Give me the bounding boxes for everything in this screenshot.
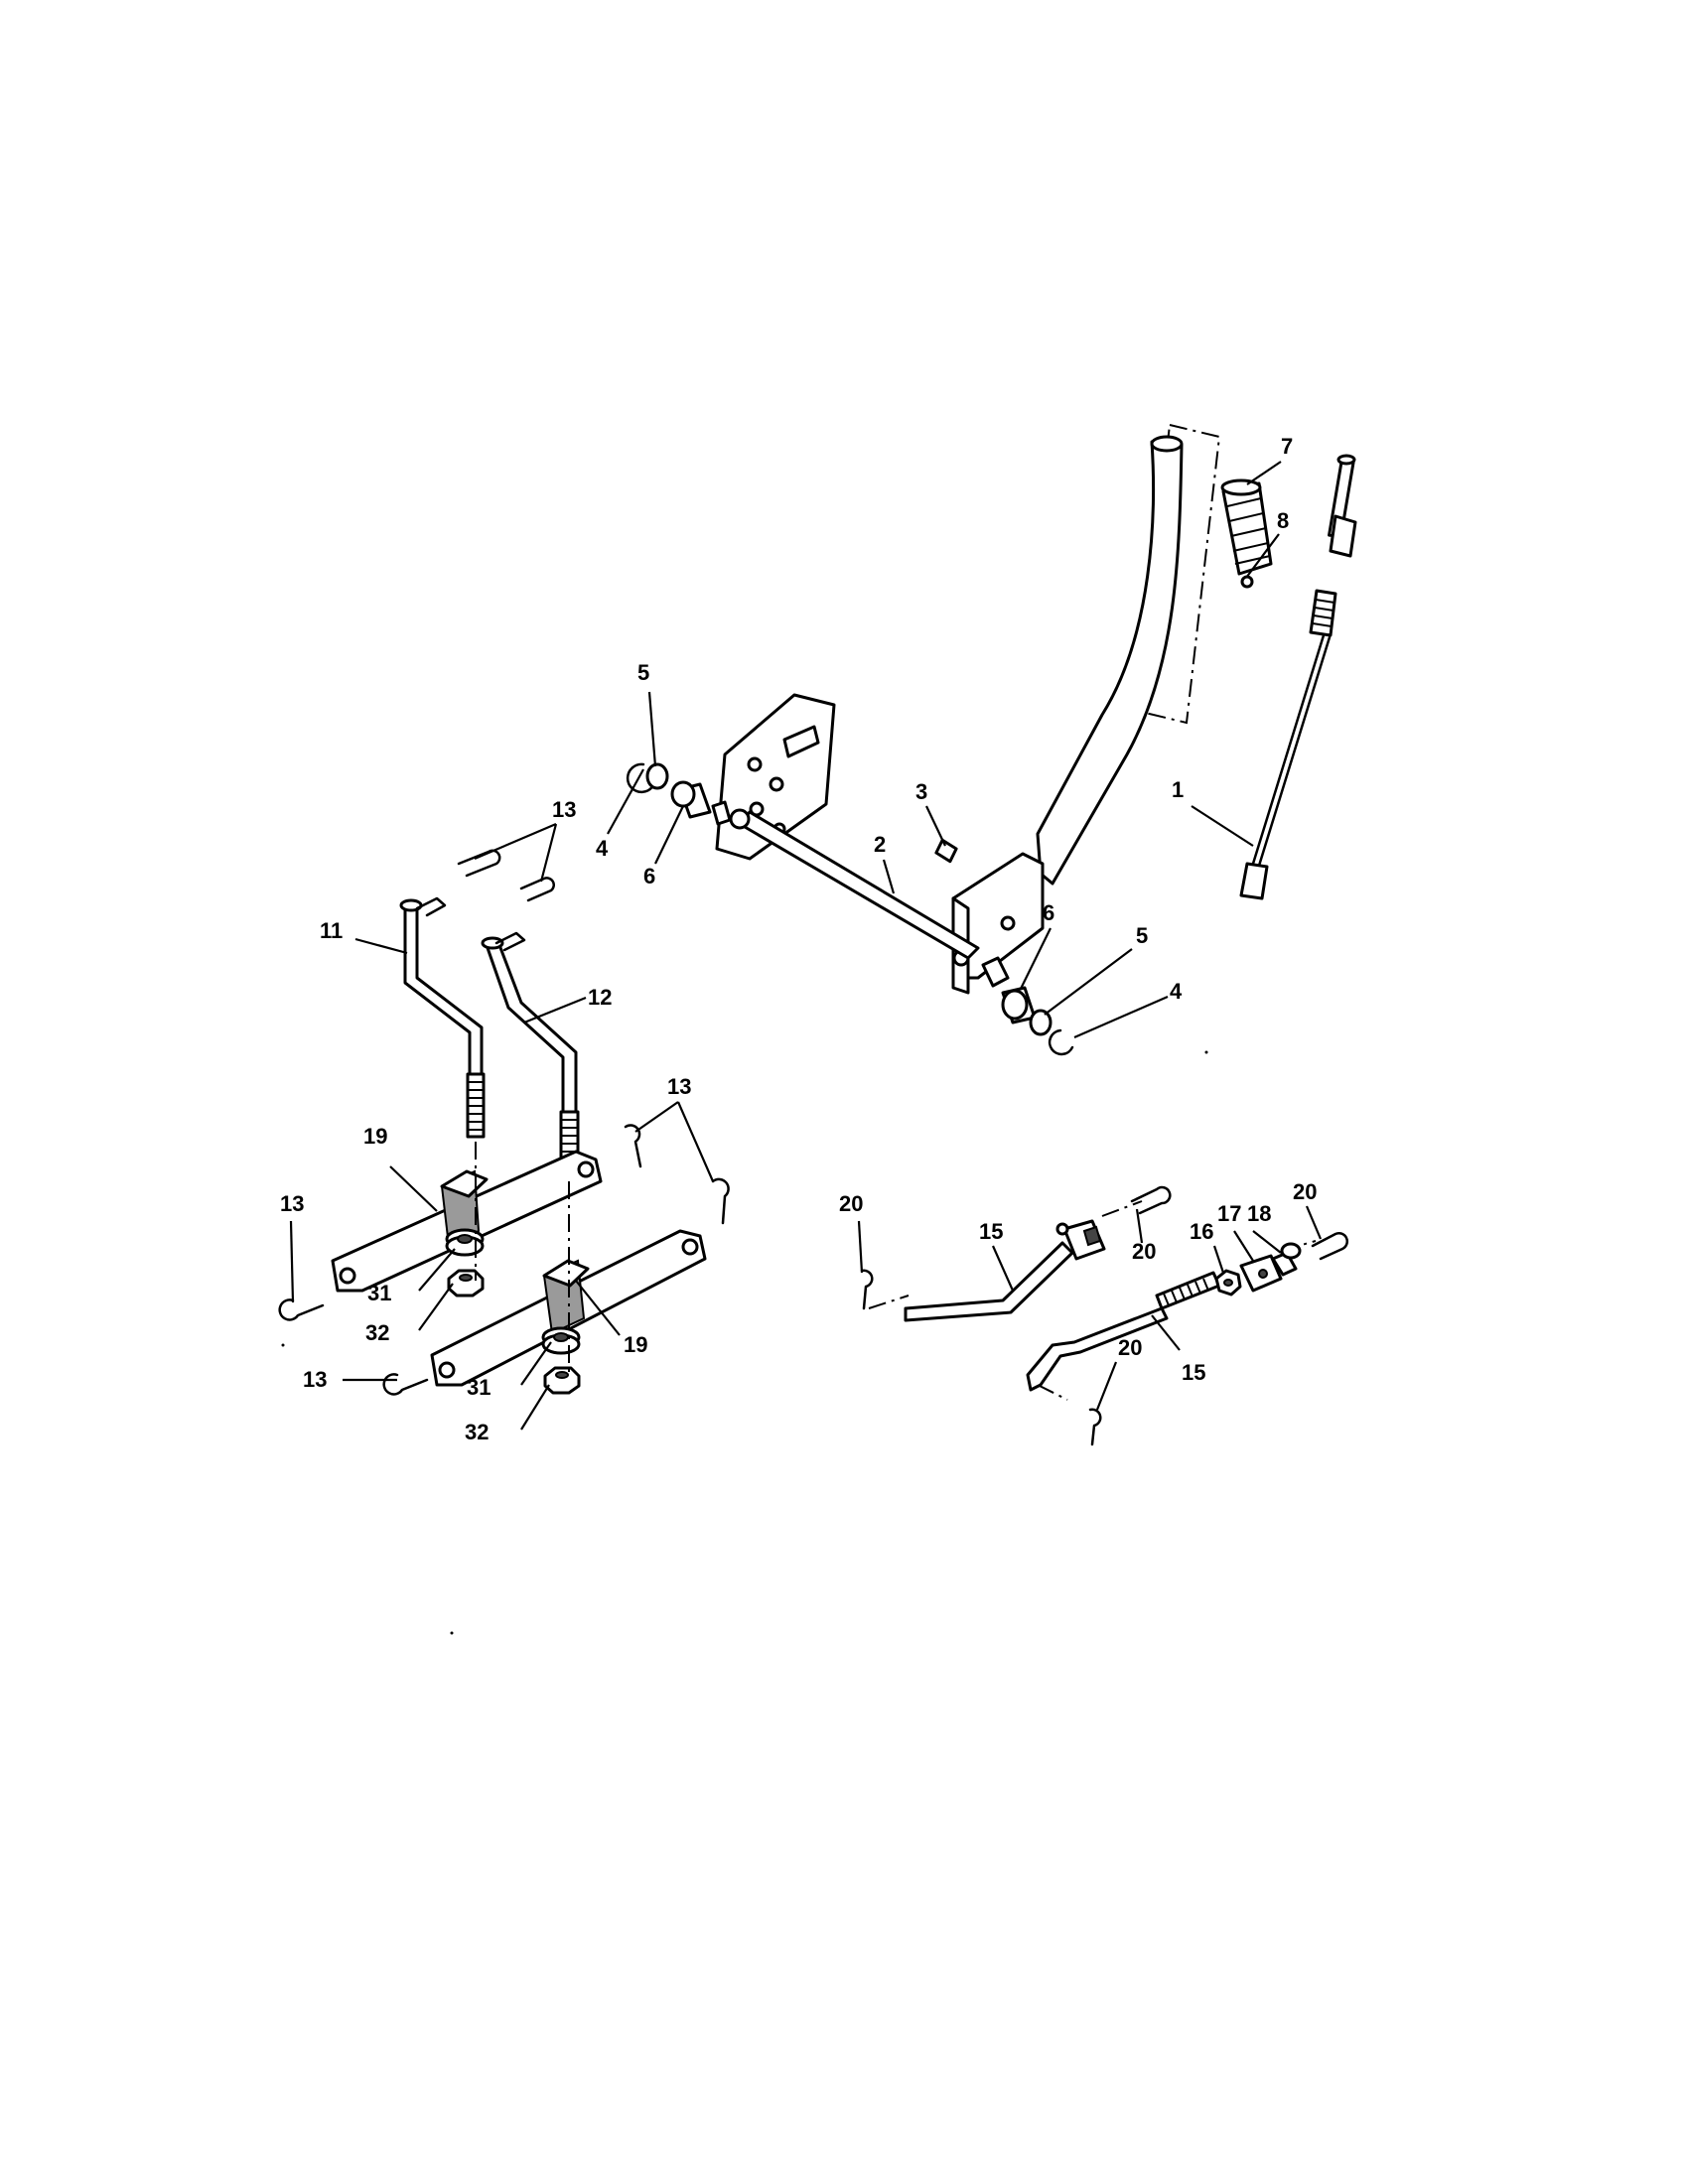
callout-8: 8 [1277, 508, 1289, 533]
right-shaft-hardware [1001, 986, 1074, 1056]
callout-6: 6 [1043, 900, 1054, 925]
callout-2: 2 [874, 832, 886, 857]
callout-20: 20 [1132, 1239, 1156, 1264]
speck [450, 1631, 454, 1635]
callout-5: 5 [1136, 923, 1148, 948]
callout-6: 6 [643, 864, 655, 888]
callout-20: 20 [1118, 1335, 1142, 1360]
callout-19: 19 [363, 1124, 387, 1149]
lift-lever [951, 423, 1221, 995]
callout-1: 1 [1172, 777, 1184, 802]
handle-grip [1220, 478, 1273, 589]
callout-20: 20 [839, 1191, 863, 1216]
callout-15: 15 [979, 1219, 1003, 1244]
callout-7: 7 [1281, 434, 1293, 459]
callout-18: 18 [1247, 1201, 1271, 1226]
callout-13: 13 [280, 1191, 304, 1216]
callout-12: 12 [588, 985, 612, 1010]
callout-13: 13 [303, 1367, 327, 1392]
callout-5: 5 [637, 660, 649, 685]
callout-32: 32 [365, 1320, 389, 1345]
left-shaft-hardware [626, 762, 732, 826]
callout-15: 15 [1182, 1360, 1205, 1385]
callout-31: 31 [367, 1281, 391, 1305]
adjust-hardware [1214, 1242, 1302, 1297]
callout-labels: 7 8 1 5 13 4 6 3 2 6 5 4 11 12 13 19 13 … [280, 434, 1317, 1444]
callout-32: 32 [465, 1420, 489, 1444]
lift-arm-lower [430, 1229, 707, 1387]
callout-16: 16 [1190, 1219, 1213, 1244]
callout-13: 13 [552, 797, 576, 822]
callout-31: 31 [467, 1375, 491, 1400]
key [934, 838, 958, 864]
callout-20: 20 [1293, 1179, 1317, 1204]
callout-11: 11 [320, 918, 343, 943]
callout-19: 19 [624, 1332, 647, 1357]
lift-rod [1239, 454, 1357, 900]
lift-link-12 [481, 931, 580, 1178]
callout-4: 4 [1170, 979, 1183, 1004]
adjust-rod-upper [904, 1219, 1106, 1322]
callout-3: 3 [915, 779, 927, 804]
speck [1204, 1050, 1208, 1054]
hairpin-clips-rods [860, 1185, 1349, 1446]
callout-17: 17 [1217, 1201, 1241, 1226]
lift-link-11 [399, 896, 486, 1139]
leader-lines [289, 461, 1323, 1431]
hairpin-clips-top [457, 849, 555, 902]
speck [281, 1343, 285, 1347]
washer-nut-upper [445, 1228, 485, 1297]
callout-13: 13 [667, 1074, 691, 1099]
callout-4: 4 [596, 836, 609, 861]
cross-shaft-assembly [715, 693, 1010, 988]
adjust-rod-lower [1026, 1271, 1221, 1392]
washer-nut-lower [541, 1326, 581, 1395]
